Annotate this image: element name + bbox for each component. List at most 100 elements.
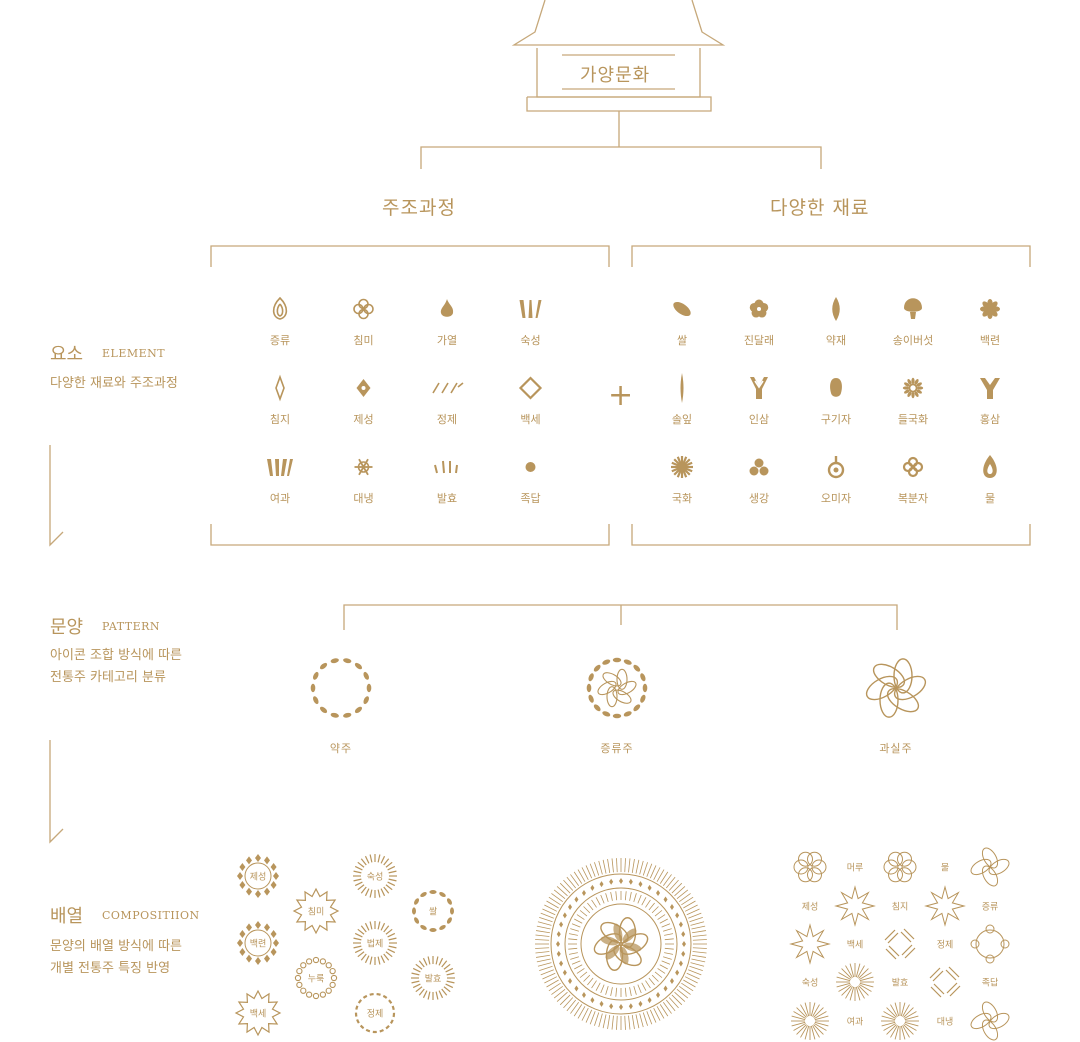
roof-outline [511, 0, 726, 46]
sunburst-icon [353, 854, 397, 898]
icon-label: 홍삼 [979, 413, 1001, 426]
pattern-label: 약주 [329, 742, 353, 755]
right-grid-label: 여과 [846, 1017, 864, 1028]
water-drop-icon [983, 455, 997, 478]
icon-label: 제성 [353, 413, 374, 426]
badge-label: 숙성 [366, 872, 384, 883]
icon-label: 솔잎 [671, 413, 693, 426]
lotus-icon [980, 299, 1000, 319]
right-ornament-icon [883, 851, 917, 883]
icon-label: 백세 [520, 413, 541, 426]
right-grid-label: 백세 [846, 940, 864, 951]
badge-label: 백세 [249, 1009, 267, 1020]
badge-label: 침미 [307, 907, 325, 918]
header-title: 가양문화 [580, 65, 651, 86]
pattern-branch [343, 604, 898, 630]
right-ornament-icon [929, 966, 961, 998]
right-grid-label: 머루 [846, 863, 864, 874]
mandala-icon [535, 858, 707, 1030]
badge-label: 쌀 [428, 907, 438, 918]
right-grid-label: 숙성 [801, 978, 819, 989]
leaf-icon [832, 297, 840, 321]
section-arrow-1 [49, 445, 64, 547]
icon-label: 침미 [353, 334, 374, 347]
swirl-ring-icon [586, 657, 648, 719]
right-ornament-icon [884, 928, 916, 960]
icon-label: 구기자 [820, 413, 852, 426]
flame-icon [440, 299, 454, 317]
section-element-en: ELEMENT [102, 347, 166, 360]
right-grid-label: 대냉 [936, 1017, 954, 1028]
icon-label: 인삼 [748, 413, 770, 426]
right-ornament-icon [834, 885, 876, 927]
right-grid-label: 물 [940, 863, 950, 874]
lotus-ring-icon [237, 921, 279, 965]
plus-sign: + [608, 378, 634, 413]
section-composition-desc-1: 문양의 배열 방식에 따른 [50, 939, 182, 954]
section-pattern-en: PATTERN [102, 620, 161, 633]
right-ornament-icon [970, 924, 1010, 964]
rice-grain-icon [673, 301, 691, 317]
category-left-title: 주조과정 [382, 197, 456, 219]
icon-label: 대냉 [353, 492, 374, 505]
icon-label: 국화 [671, 492, 693, 505]
icon-label: 백련 [979, 334, 1001, 347]
wild-chrysanthemum-icon [902, 377, 924, 399]
pattern-label: 증류주 [600, 742, 634, 755]
right-ornament-icon [793, 851, 827, 883]
icon-label: 침지 [269, 413, 291, 426]
section-element-desc: 다양한 재료와 주조과정 [50, 376, 178, 391]
right-ornament-icon [881, 1002, 919, 1040]
schisandra-icon [827, 456, 845, 479]
right-ornament-icon [791, 1002, 829, 1040]
grain-ring-icon [412, 890, 454, 932]
house-base [526, 96, 712, 112]
ginger-icon [749, 458, 769, 476]
triple-blades-icon [519, 300, 542, 318]
right-bracket-bottom [631, 524, 1031, 546]
icon-label: 복분자 [897, 492, 929, 505]
diamond-ring-icon [237, 854, 279, 898]
badge-label: 백련 [249, 939, 267, 950]
azalea-icon [749, 299, 769, 318]
mushroom-icon [904, 298, 922, 319]
red-ginseng-icon [980, 378, 1000, 399]
category-right-title: 다양한 재료 [770, 197, 870, 219]
star-badge-icon [234, 989, 282, 1037]
right-ornament-icon [970, 847, 1010, 887]
section-pattern-desc-2: 전통주 카테고리 분류 [50, 670, 166, 685]
icon-label: 들국화 [897, 413, 929, 426]
icon-label: 쌀 [676, 334, 688, 347]
icon-label: 족답 [520, 492, 541, 505]
icon-label: 증류 [269, 334, 291, 347]
section-pattern-desc-1: 아이콘 조합 방식에 따른 [50, 648, 182, 663]
dash-ring-icon [354, 992, 396, 1034]
right-grid-label: 발효 [891, 978, 909, 989]
chrysanthemum-icon [671, 456, 693, 478]
thin-diamond-icon [275, 374, 285, 402]
badge-label: 발효 [424, 974, 442, 985]
section-composition-desc-2: 개별 전통주 특징 반영 [50, 961, 171, 976]
icon-label: 숙성 [520, 334, 541, 347]
stripes-icon [267, 459, 293, 476]
top-branch [420, 111, 822, 169]
icon-label: 생강 [748, 492, 770, 505]
raspberry-icon [902, 456, 924, 478]
petal-knot-icon [865, 658, 927, 718]
spike-ring-icon [353, 921, 397, 965]
quatrefoil-icon [353, 298, 374, 320]
right-grid-label: 제성 [801, 902, 819, 913]
right-ornament-icon [970, 1001, 1010, 1041]
icon-label: 오미자 [820, 492, 852, 505]
right-grid-label: 정제 [936, 940, 954, 951]
icon-label: 진달래 [743, 334, 775, 347]
ray-ring-icon [411, 956, 455, 1000]
badge-label: 누룩 [307, 974, 325, 985]
right-grid-label: 증류 [981, 902, 999, 913]
icon-label: 발효 [436, 492, 458, 505]
left-bracket-bottom [210, 524, 610, 546]
dot-ring-icon [294, 956, 338, 1000]
